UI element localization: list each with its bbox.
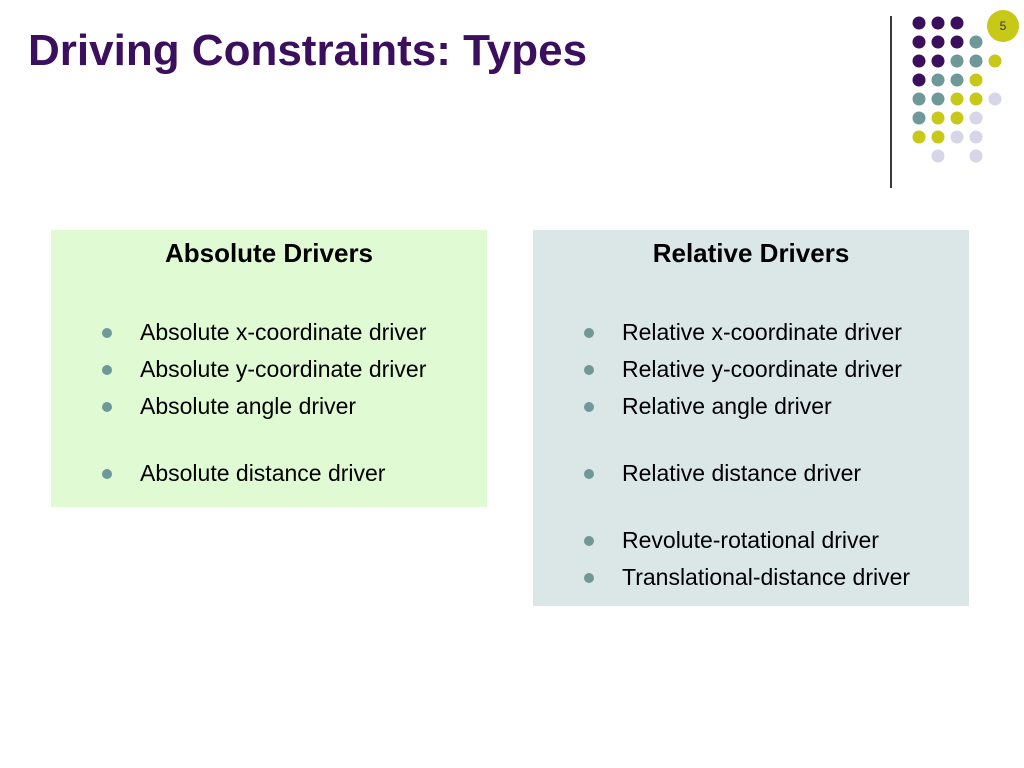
decoration-dot — [912, 111, 926, 125]
list-item-text: Relative y-coordinate driver — [622, 356, 902, 382]
list-item-text: Revolute-rotational driver — [622, 527, 879, 553]
list-item: Relative distance driver — [533, 455, 969, 492]
decoration-dot — [931, 130, 945, 144]
list-item: Absolute y-coordinate driver — [51, 351, 487, 388]
bullet-dot-icon — [584, 365, 594, 375]
decoration-dot — [969, 111, 983, 125]
decoration-dot — [931, 35, 945, 49]
absolute-drivers-panel: Absolute Drivers Absolute x-coordinate d… — [51, 230, 487, 507]
decoration-dot — [988, 92, 1002, 106]
decoration-dot — [950, 92, 964, 106]
decoration-dot — [950, 16, 964, 30]
bullet-dot-icon — [584, 536, 594, 546]
list-item-text: Translational-distance driver — [622, 564, 911, 590]
bullet-dot-icon — [584, 469, 594, 479]
list-item: Relative x-coordinate driver — [533, 314, 969, 351]
decoration-dot — [950, 73, 964, 87]
title-divider — [890, 16, 892, 188]
panel-heading: Relative Drivers — [652, 238, 850, 268]
list-item-text: Relative angle driver — [622, 393, 832, 419]
list-item: Translational-distance driver — [533, 559, 969, 596]
decoration-dot — [969, 35, 983, 49]
decoration-dot — [950, 35, 964, 49]
decoration-dot — [950, 54, 964, 68]
decoration-dot — [969, 92, 983, 106]
dot-grid-decoration — [912, 16, 1002, 163]
decoration-dot — [931, 111, 945, 125]
bullet-dot-icon — [102, 328, 112, 338]
list-item-text: Absolute y-coordinate driver — [140, 356, 427, 382]
list-item-text: Absolute distance driver — [140, 460, 386, 486]
list-item: Relative y-coordinate driver — [533, 351, 969, 388]
page-number-badge: 5 — [987, 10, 1019, 42]
decoration-dot — [988, 54, 1002, 68]
decoration-dot — [931, 54, 945, 68]
bullet-dot-icon — [102, 365, 112, 375]
slide-title: Driving Constraints: Types — [28, 26, 588, 75]
list-item: Relative angle driver — [533, 388, 969, 425]
decoration-dot — [912, 92, 926, 106]
panel-heading: Absolute Drivers — [164, 238, 374, 268]
list-item: Absolute x-coordinate driver — [51, 314, 487, 351]
decoration-dot — [950, 111, 964, 125]
decoration-dot — [931, 16, 945, 30]
list-item: Absolute angle driver — [51, 388, 487, 425]
decoration-dot — [969, 73, 983, 87]
decoration-dot — [969, 149, 983, 163]
decoration-dot — [912, 130, 926, 144]
decoration-dot — [931, 73, 945, 87]
list-item-text: Absolute x-coordinate driver — [140, 319, 427, 345]
decoration-dot — [912, 73, 926, 87]
list-item-text: Absolute angle driver — [140, 393, 357, 419]
decoration-dot — [912, 35, 926, 49]
bullet-dot-icon — [584, 402, 594, 412]
relative-drivers-panel: Relative Drivers Relative x-coordinate d… — [533, 230, 969, 606]
decoration-dot — [950, 130, 964, 144]
list-item-text: Relative x-coordinate driver — [622, 319, 902, 345]
list-item-text: Relative distance driver — [622, 460, 862, 486]
list-item: Revolute-rotational driver — [533, 522, 969, 559]
decoration-dot — [969, 54, 983, 68]
bullet-dot-icon — [102, 402, 112, 412]
bullet-dot-icon — [102, 469, 112, 479]
decoration-dot — [931, 149, 945, 163]
bullet-dot-icon — [584, 573, 594, 583]
decoration-dot — [969, 130, 983, 144]
bullet-dot-icon — [584, 328, 594, 338]
decoration-dot — [931, 92, 945, 106]
list-item: Absolute distance driver — [51, 455, 487, 492]
decoration-dot — [912, 16, 926, 30]
decoration-dot — [912, 54, 926, 68]
